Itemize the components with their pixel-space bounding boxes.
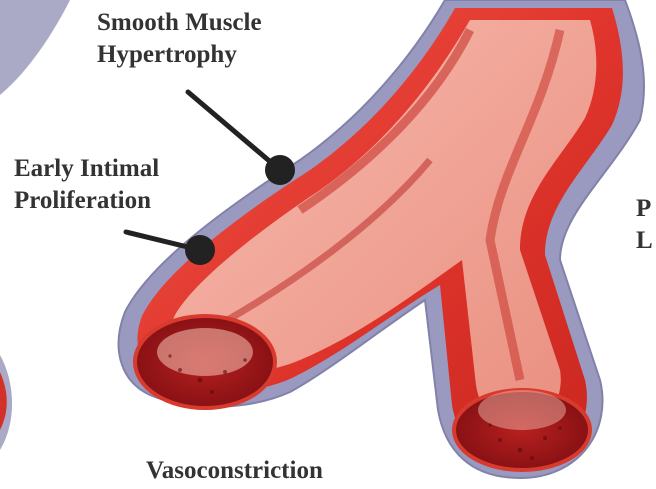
label-right-cut-line1: P xyxy=(636,193,653,225)
label-smooth-muscle-line2: Hypertrophy xyxy=(97,39,262,71)
label-smooth-muscle: Smooth Muscle Hypertrophy xyxy=(97,7,262,71)
label-vasoconstriction: Vasoconstriction xyxy=(146,455,323,487)
label-early-intimal: Early Intimal Proliferation xyxy=(14,153,159,217)
label-early-intimal-line1: Early Intimal xyxy=(14,153,159,185)
label-right-cut-line2: L xyxy=(636,225,653,257)
label-right-cut: P L xyxy=(636,193,653,257)
left-vessel-fragment-top xyxy=(0,0,70,95)
pointer-marker-smooth-muscle xyxy=(265,155,295,185)
pointer-marker-early-intimal xyxy=(185,235,215,265)
label-smooth-muscle-line1: Smooth Muscle xyxy=(97,7,262,39)
label-early-intimal-line2: Proliferation xyxy=(14,185,159,217)
pointer-line-smooth-muscle xyxy=(188,92,280,170)
